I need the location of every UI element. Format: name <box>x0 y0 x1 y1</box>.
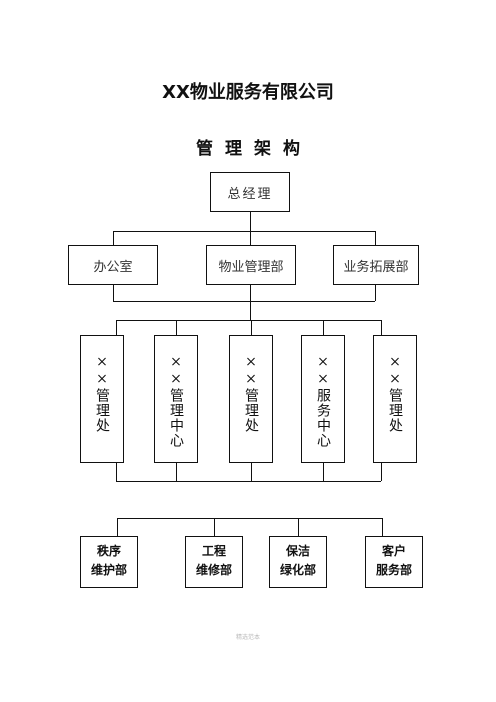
department-office-box: 办公室 <box>68 245 158 285</box>
department-label: 业务拓展部 <box>343 259 409 275</box>
connector-team-bus <box>117 518 382 519</box>
team-box-customer-service: 客户 服务部 <box>365 536 423 588</box>
department-label: 物业管理部 <box>218 259 284 275</box>
department-label: 办公室 <box>93 259 133 275</box>
unit-box-3: ××管理处 <box>229 335 273 463</box>
connector-dept-3-down <box>375 285 376 301</box>
connector-dept-1 <box>113 231 114 245</box>
connector-unit-bottom-3 <box>251 463 252 481</box>
connector-unit-bottom-2 <box>176 463 177 481</box>
connector-unit-bottom-1 <box>116 463 117 481</box>
unit-label: ××管理处 <box>243 354 259 433</box>
unit-label: ××管理处 <box>387 354 403 433</box>
team-box-cleaning: 保洁 绿化部 <box>269 536 327 588</box>
unit-label: ××服务中心 <box>315 354 331 448</box>
connector-unit-bottom-5 <box>381 463 382 481</box>
footer-note: 精选范本 <box>235 634 260 641</box>
team-label: 秩序 维护部 <box>90 544 127 577</box>
connector-unit-5 <box>381 320 382 335</box>
connector-dept-3 <box>375 231 376 245</box>
connector-unit-4 <box>323 320 324 335</box>
connector-team-2 <box>214 518 215 536</box>
department-business-development-box: 业务拓展部 <box>333 245 419 285</box>
connector-team-1 <box>117 518 118 536</box>
company-title: XX物业服务有限公司 <box>162 82 334 103</box>
general-manager-box: 总经理 <box>210 172 290 212</box>
team-label: 工程 维修部 <box>195 544 232 577</box>
connector-team-4 <box>382 518 383 536</box>
connector-dept-bus <box>113 231 375 232</box>
unit-box-5: ××管理处 <box>373 335 417 463</box>
connector-unit-bottom-bus <box>116 481 381 482</box>
connector-dept-2 <box>250 231 251 245</box>
team-box-security: 秩序 维护部 <box>80 536 138 588</box>
unit-label: ××管理中心 <box>168 354 184 448</box>
unit-box-2: ××管理中心 <box>154 335 198 463</box>
team-box-engineering: 工程 维修部 <box>185 536 243 588</box>
team-label: 保洁 绿化部 <box>279 544 316 577</box>
team-label: 客户 服务部 <box>375 544 412 577</box>
department-property-management-box: 物业管理部 <box>206 245 296 285</box>
connector-gm-down <box>250 212 251 231</box>
connector-dept-1-down <box>113 285 114 301</box>
connector-dept-base <box>113 301 375 302</box>
unit-box-4: ××服务中心 <box>301 335 345 463</box>
general-manager-label: 总经理 <box>227 186 273 202</box>
unit-label: ××管理处 <box>94 354 110 433</box>
connector-team-3 <box>298 518 299 536</box>
connector-unit-2 <box>176 320 177 335</box>
unit-box-1: ××管理处 <box>80 335 124 463</box>
connector-unit-bus <box>116 320 381 321</box>
connector-unit-3 <box>251 320 252 335</box>
connector-unit-bottom-4 <box>323 463 324 481</box>
connector-dept-center <box>250 285 251 320</box>
connector-unit-1 <box>116 320 117 335</box>
chart-subtitle: 管理架构 <box>196 139 312 159</box>
